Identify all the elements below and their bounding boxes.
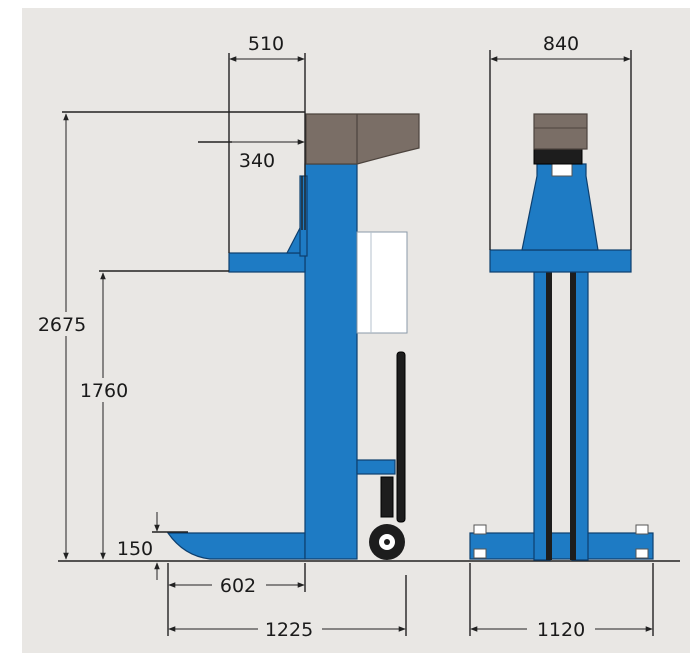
- dim-label-offset: 340: [239, 150, 275, 172]
- dim-label-base-height: 150: [117, 538, 153, 560]
- side-view-lift: [166, 113, 420, 560]
- side-wheel-bracket: [380, 476, 394, 518]
- dim-label-total-length: 1225: [265, 619, 313, 641]
- dim-label-base-width: 1120: [537, 619, 585, 641]
- dim-label-top-width: 510: [248, 33, 284, 55]
- dim-label-fork-height: 1760: [80, 380, 128, 402]
- dim-label-front-width: 840: [543, 33, 579, 55]
- front-cross-bar: [489, 249, 632, 273]
- side-handle-bracket: [356, 459, 396, 475]
- side-base-foot: [166, 532, 306, 560]
- front-triangle-body: [521, 163, 599, 251]
- dim-label-fork-reach: 602: [220, 575, 256, 597]
- side-column: [304, 163, 358, 560]
- side-handle: [396, 351, 406, 523]
- front-carriage-head: [533, 113, 588, 150]
- side-fork-backplate: [299, 175, 308, 257]
- front-view-lift: [469, 113, 654, 561]
- side-fork-arm: [228, 252, 306, 273]
- front-base: [469, 532, 654, 560]
- side-control-box: [356, 231, 408, 334]
- dim-label-total-height: 2675: [38, 314, 86, 336]
- dimension-labels: 510 840 340 2675 1760 150 602 1225 1120: [35, 32, 595, 641]
- dimension-lines: [62, 50, 654, 636]
